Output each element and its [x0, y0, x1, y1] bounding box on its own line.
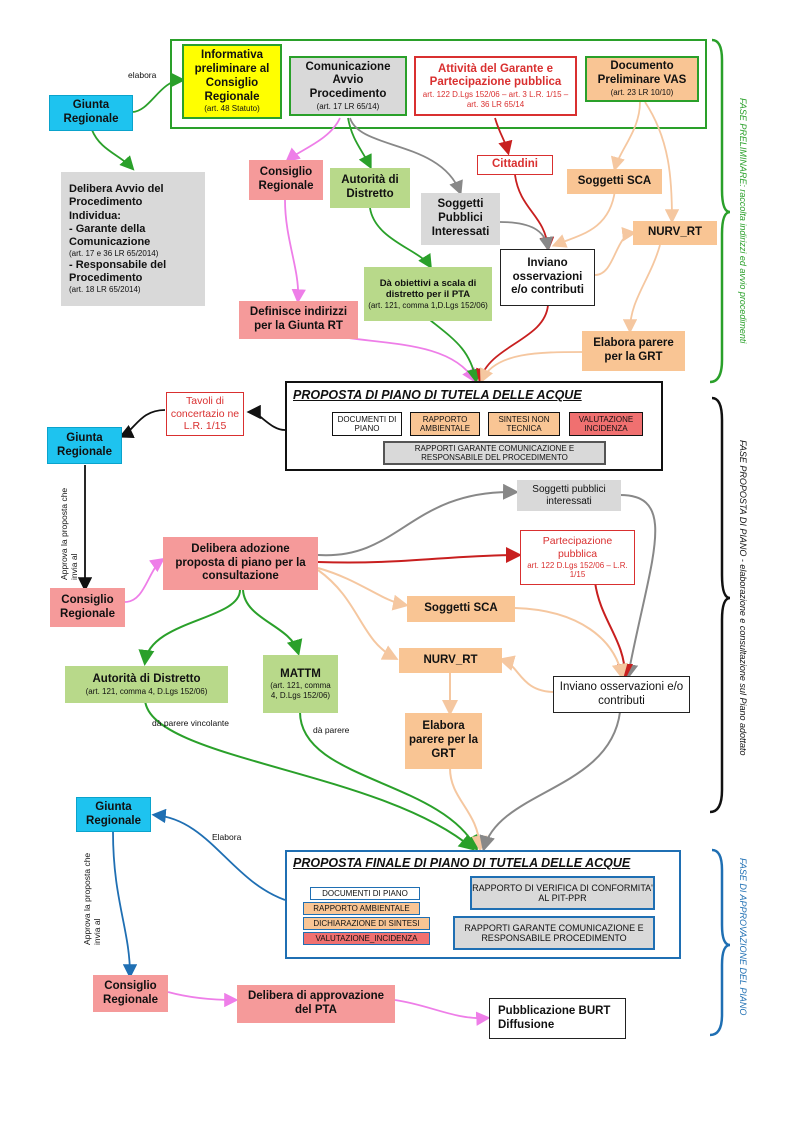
mattm-box: MATTM(art. 121, comma 4, D.Lgs 152/06): [263, 655, 338, 713]
da-parere-label: dà parere: [313, 725, 350, 735]
documento-vas-box: Documento Preliminare VAS(art. 23 LR 10/…: [585, 56, 699, 102]
soggetti-pubblici-2: Soggetti pubblici interessati: [517, 480, 621, 511]
tavoli-concertazione: Tavoli di concertazio ne L.R. 1/15: [166, 392, 244, 436]
elabora-label-3: Elabora: [212, 832, 242, 842]
obiettivi-box: Dà obiettivi a scala di distretto per il…: [364, 267, 492, 321]
giunta-regionale-2: Giunta Regionale: [47, 427, 122, 464]
approva-label-2: Approva la proposta che invia al: [59, 487, 79, 580]
phase-label-preliminare: FASE PRELIMINARE: raccolta indirizzi ed …: [738, 98, 748, 344]
final-doc-rapporto-ambientale: RAPPORTO AMBIENTALE: [303, 902, 420, 915]
inviano-osservazioni-1: Inviano osservazioni e/o contributi: [500, 249, 595, 306]
comunicazione-box: Comunicazione Avvio Procedimento(art. 17…: [289, 56, 407, 116]
doc-rapporti-garante: RAPPORTI GARANTE COMUNICAZIONE E RESPONS…: [383, 441, 606, 465]
proposta-finale-title: PROPOSTA FINALE DI PIANO DI TUTELA DELLE…: [293, 856, 631, 870]
delibera-adozione-box: Delibera adozione proposta di piano per …: [163, 537, 318, 590]
final-doc-documenti-piano: DOCUMENTI DI PIANO: [310, 887, 420, 900]
definisce-indirizzi-box: Definisce indirizzi per la Giunta RT: [239, 301, 358, 339]
cittadini-box: Cittadini: [477, 155, 553, 175]
attivita-garante-box: Attività del Garante e Partecipazione pu…: [414, 56, 577, 116]
doc-documenti-piano: DOCUMENTI DI PIANO: [332, 412, 402, 436]
consiglio-regionale-1: Consiglio Regionale: [249, 160, 323, 200]
soggetti-sca-1: Soggetti SCA: [567, 169, 662, 194]
elabora-label-1: elabora: [128, 70, 157, 80]
phase-label-proposta: FASE PROPOSTA DI PIANO - elaborazione e …: [738, 440, 748, 756]
autorita-distretto-1: Autorità di Distretto: [330, 168, 410, 208]
inviano-osservazioni-2: Inviano osservazioni e/o contributi: [553, 676, 690, 713]
elabora-parere-2: Elabora parere per la GRT: [405, 713, 482, 769]
final-doc-valutazione-incidenza: VALUTAZIONE_INCIDENZA: [303, 932, 430, 945]
da-parere-vincolante-label: dà parere vincolante: [152, 718, 230, 728]
final-doc-dichiarazione-sintesi: DICHIARAZIONE DI SINTESI: [303, 917, 430, 930]
autorita-distretto-2: Autorità di Distretto(art. 121, comma 4,…: [65, 666, 228, 703]
informativa-box: Informativa preliminare al Consiglio Reg…: [182, 44, 282, 119]
doc-sintesi-non-tecnica: SINTESI NON TECNICA: [488, 412, 560, 436]
pubblicazione-burt-box: Pubblicazione BURT Diffusione: [489, 998, 626, 1039]
proposta-title: PROPOSTA DI PIANO DI TUTELA DELLE ACQUE: [293, 388, 582, 402]
soggetti-pubblici-1: Soggetti Pubblici Interessati: [421, 193, 500, 245]
nurv-rt-2: NURV_RT: [399, 648, 502, 673]
approva-label-3: Approva la proposta che invia al: [82, 852, 102, 945]
giunta-regionale-1: Giunta Regionale: [49, 95, 133, 131]
final-rapporti-garante: RAPPORTI GARANTE COMUNICAZIONE E RESPONS…: [453, 916, 655, 950]
delibera-avvio-box: Delibera Avvio del Procedimento Individu…: [61, 172, 205, 306]
delibera-approvazione-box: Delibera di approvazione del PTA: [237, 985, 395, 1023]
consiglio-regionale-3: Consiglio Regionale: [93, 975, 168, 1012]
giunta-regionale-3: Giunta Regionale: [76, 797, 151, 832]
soggetti-sca-2: Soggetti SCA: [407, 596, 515, 622]
doc-valutazione-incidenza: VALUTAZIONE INCIDENZA: [569, 412, 643, 436]
nurv-rt-1: NURV_RT: [633, 221, 717, 245]
doc-rapporto-ambientale: RAPPORTO AMBIENTALE: [410, 412, 480, 436]
final-rapporto-verifica: RAPPORTO DI VERIFICA DI CONFORMITA' AL P…: [470, 876, 655, 910]
elabora-parere-1: Elabora parere per la GRT: [582, 331, 685, 371]
phase-label-approvazione: FASE DI APPROVAZIONE DEL PIANO: [738, 858, 748, 1016]
consiglio-regionale-2: Consiglio Regionale: [50, 588, 125, 627]
